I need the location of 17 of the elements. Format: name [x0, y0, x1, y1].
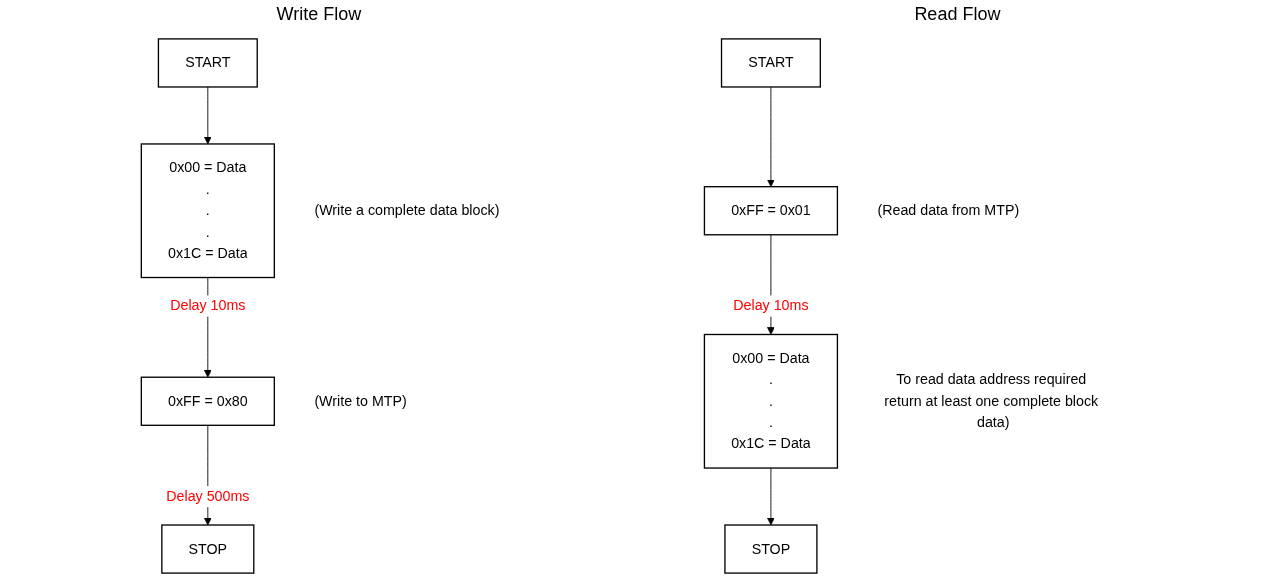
node-box: START [157, 38, 258, 88]
node-label: (Write to MTP) [314, 393, 407, 409]
edge-label: Delay 10ms [733, 297, 809, 314]
flow-heading: Write Flow [276, 4, 362, 26]
node-label: To read data address required return at least one complete block data) [884, 371, 1099, 430]
node-box: START [720, 38, 821, 88]
edge-label: Delay 500ms [166, 488, 250, 504]
node-box: 0xFF = 0x80 [140, 376, 275, 426]
flow-heading: Read Flow [914, 4, 1001, 26]
node-box: 0x00 = Data . . . 0x1C = Data [703, 333, 839, 469]
node-label: (Read data from MTP) [877, 202, 1020, 218]
node-box: STOP [161, 524, 255, 574]
node-label: (Write a complete data block) [314, 202, 500, 218]
node-box: 0x00 = Data . . . 0x1C = Data [140, 143, 275, 279]
edge-label: Delay 10ms [170, 297, 246, 314]
node-box: 0xFF = 0x01 [703, 186, 839, 236]
node-box: STOP [724, 524, 818, 574]
